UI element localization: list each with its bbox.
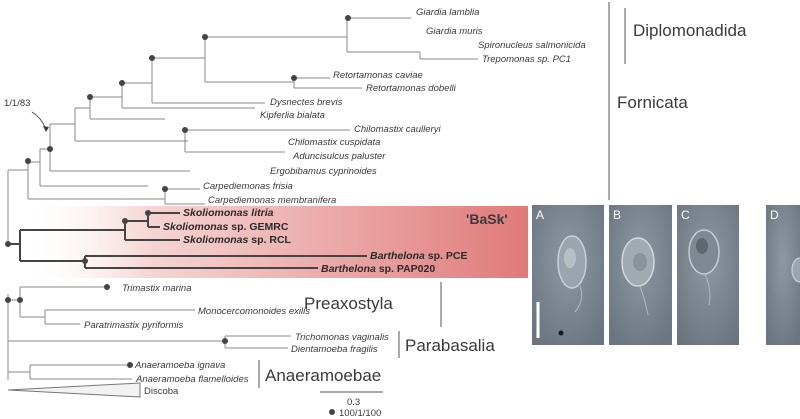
clade-fornicata: Fornicata <box>617 93 688 112</box>
taxon-chilomastix-cuspidata: Chilomastix cuspidata <box>288 137 380 148</box>
clade-brackets <box>258 2 626 388</box>
clade-diplomonadida: Diplomonadida <box>633 21 747 40</box>
scale-bar-label: 0.3 <box>347 397 360 408</box>
clade-parabasalia: Parabasalia <box>405 336 495 355</box>
taxon-skoliomonas-rcl: Skoliomonas sp. RCL <box>183 234 292 246</box>
clade-anaeramoebae: Anaeramoebae <box>265 366 381 385</box>
outgroup-taxon-labels: Trimastix marina Monocercomonoides exili… <box>84 283 389 385</box>
taxon-paratrimastix: Paratrimastix pyriformis <box>84 320 183 331</box>
taxon-carpediemonas-frisia: Carpediemonas frisia <box>203 181 293 192</box>
micrograph-panel-b: B <box>609 205 672 345</box>
fornicata-branches <box>7 17 478 244</box>
taxon-monocercomonoides: Monocercomonoides exilis <box>198 306 310 317</box>
support-annotation: 1/1/83 <box>4 98 30 109</box>
bask-highlight-band <box>20 206 528 278</box>
clade-bask: 'BaSk' <box>466 211 508 227</box>
taxon-barthelona-pap020: Barthelona sp. PAP020 <box>321 263 435 275</box>
taxon-chilomastix-caulleryi: Chilomastix caulleryi <box>354 124 441 135</box>
clade-discoba: Discoba <box>144 386 179 397</box>
outgroup-branches <box>7 286 291 380</box>
panel-label-b: B <box>613 208 621 222</box>
taxon-labels: Giardia lamblia Giardia muris Spironucle… <box>203 7 586 206</box>
taxon-dysnectes: Dysnectes brevis <box>270 97 343 108</box>
taxon-trichomonas: Trichomonas vaginalis <box>295 332 389 343</box>
taxon-skoliomonas-litria: Skoliomonas litria <box>183 207 274 219</box>
micrograph-panel-a: A <box>532 205 604 345</box>
taxon-retortamonas-dobelli: Retortamonas dobelli <box>366 83 457 94</box>
panel-label-a: A <box>536 208 544 222</box>
taxon-kipferlia: Kipferlia bialata <box>260 110 325 121</box>
taxon-anaeramoeba-ignava: Anaeramoeba ignava <box>134 360 225 371</box>
taxon-aduncisulcus: Aduncisulcus paluster <box>292 151 386 162</box>
clade-preaxostyla: Preaxostyla <box>304 294 393 313</box>
taxon-carpediemonas-membranifera: Carpediemonas membranifera <box>208 195 336 206</box>
taxon-retortamonas-caviae: Retortamonas caviae <box>333 70 423 81</box>
panel-label-d: D <box>770 208 779 222</box>
micrograph-panel-c: C <box>677 205 739 345</box>
taxon-trepomonas: Trepomonas sp. PC1 <box>482 54 571 65</box>
taxon-giardia-muris: Giardia muris <box>426 26 483 37</box>
legend-node-dot <box>329 409 335 415</box>
discoba-wedge <box>7 382 141 398</box>
taxon-spironucleus: Spironucleus salmonicida <box>478 40 586 51</box>
support-nodes <box>5 15 351 368</box>
taxon-ergobibamus: Ergobibamus cyprinoides <box>270 166 377 177</box>
taxon-barthelona-pce: Barthelona sp. PCE <box>370 250 467 262</box>
taxon-giardia-lamblia: Giardia lamblia <box>416 7 479 18</box>
panel-label-c: C <box>681 208 690 222</box>
taxon-trimastix: Trimastix marina <box>122 283 192 294</box>
taxon-dientamoeba: Dientamoeba fragilis <box>291 344 378 355</box>
taxon-anaeramoeba-flamelloides: Anaeramoeba flamelloides <box>135 374 249 385</box>
bask-taxon-labels: Skoliomonas litria Skoliomonas sp. GEMRC… <box>163 207 467 275</box>
taxon-skoliomonas-gemrc: Skoliomonas sp. GEMRC <box>163 221 289 233</box>
legend-support-label: 100/1/100 <box>339 408 381 419</box>
micrograph-panel-d: D <box>766 205 800 345</box>
